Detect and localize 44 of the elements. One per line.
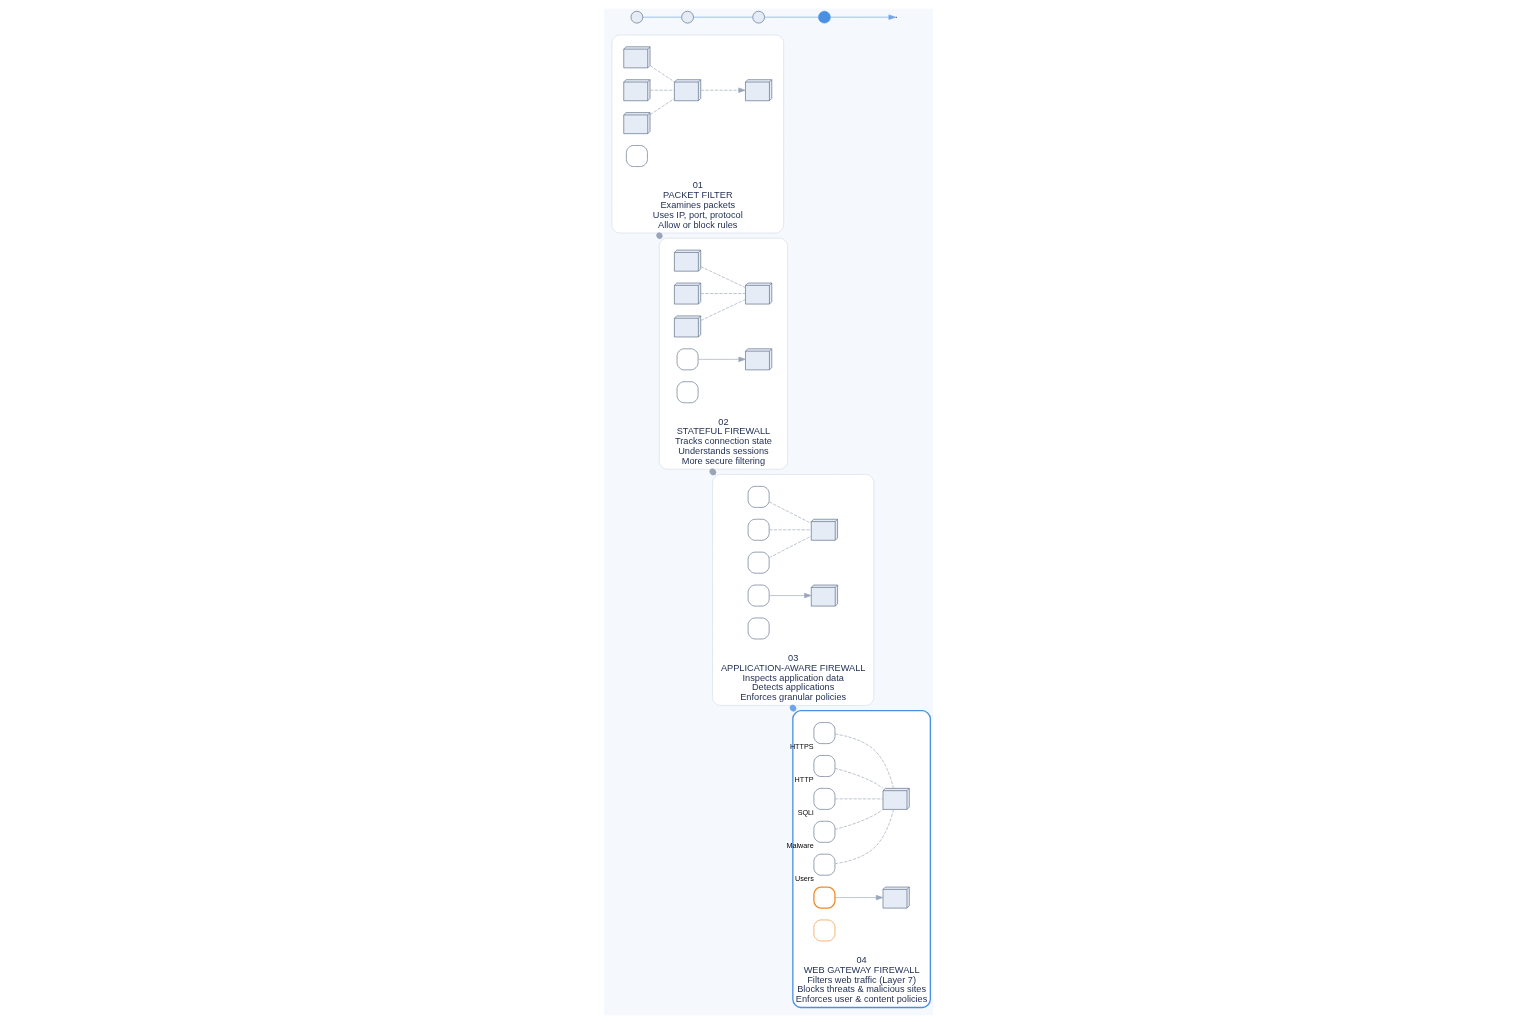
node-circle	[680, 10, 694, 24]
connector	[834, 768, 883, 789]
node-circle	[751, 10, 765, 24]
arrow	[829, 14, 896, 20]
connector	[768, 535, 811, 558]
connector	[834, 809, 894, 865]
node-circle	[817, 10, 831, 24]
arrow	[700, 87, 746, 93]
node-box	[747, 617, 769, 640]
node-box	[747, 486, 769, 508]
arrow	[697, 356, 746, 362]
node-box	[813, 853, 835, 876]
connector	[649, 89, 675, 91]
node-box	[625, 145, 648, 167]
connector	[692, 16, 753, 18]
connector	[649, 98, 675, 115]
node-box	[676, 381, 698, 404]
node-box	[813, 788, 835, 810]
node-box	[813, 755, 835, 777]
node-box	[747, 518, 769, 541]
connector	[763, 16, 819, 18]
arrow	[834, 894, 883, 901]
arrow	[768, 592, 811, 599]
node-box	[676, 348, 698, 371]
connector	[700, 293, 746, 294]
node-label: SQLi	[797, 808, 814, 818]
node-box	[812, 886, 836, 909]
node-label: Users	[794, 874, 814, 884]
connector	[834, 798, 883, 800]
connector	[768, 501, 811, 524]
node-box	[813, 722, 835, 744]
connector	[700, 299, 746, 321]
node-box	[813, 820, 835, 843]
connector	[834, 809, 883, 830]
connector	[700, 266, 746, 288]
connector	[642, 16, 682, 18]
node-circle	[630, 10, 643, 24]
connector	[768, 529, 811, 531]
node-box	[747, 551, 769, 574]
connector	[649, 65, 675, 83]
node-label: HTTP	[794, 775, 813, 785]
connector	[834, 733, 894, 789]
node-box	[747, 584, 769, 607]
node-box	[813, 919, 835, 942]
